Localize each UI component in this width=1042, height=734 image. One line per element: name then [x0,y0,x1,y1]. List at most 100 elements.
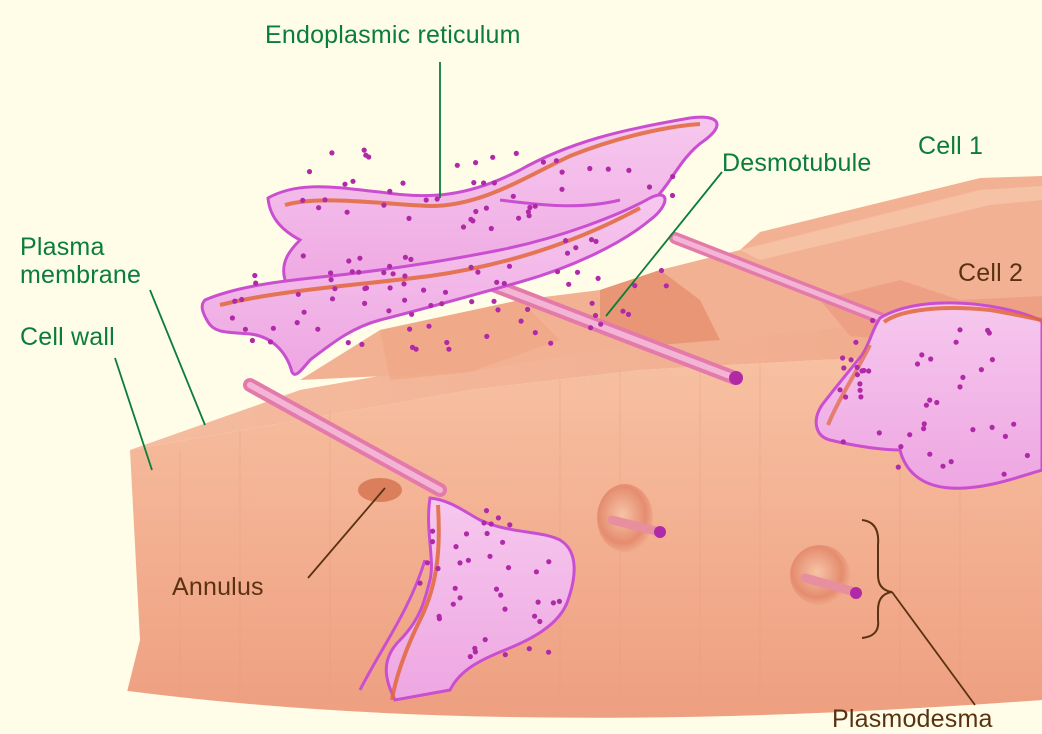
ribosome-dot [928,356,933,361]
ribosome-dot [593,239,598,244]
ribosome-dot [401,281,406,286]
ribosome-dot [444,340,449,345]
ribosome-dot [855,365,860,370]
ribosome-dot [430,539,435,544]
ribosome-dot [502,607,507,612]
ribosome-dot [329,150,334,155]
ribosome-dot [877,430,882,435]
ribosome-dot [407,327,412,332]
ribosome-dot [957,384,962,389]
ribosome-dot [907,432,912,437]
ribosome-dot [507,522,512,527]
ribosome-dot [387,264,392,269]
ribosome-dot [496,515,501,520]
ribosome-dot [987,330,992,335]
ribosome-dot [481,180,486,185]
ribosome-dot [473,209,478,214]
label-cell-wall: Cell wall [20,324,115,350]
ribosome-dot [853,340,858,345]
ribosome-dot [350,179,355,184]
ribosome-dot [837,387,842,392]
ribosome-dot [841,365,846,370]
ribosome-dot [316,205,321,210]
ribosome-dot [252,273,257,278]
ribosome-dot [425,560,430,565]
ribosome-dot [551,600,556,605]
ribosome-dot [362,286,367,291]
ribosome-dot [381,203,386,208]
ribosome-dot [457,560,462,565]
ribosome-dot [494,280,499,285]
ribosome-dot [575,270,580,275]
ribosome-dot [922,421,927,426]
ribosome-dot [453,544,458,549]
ribosome-dot [430,529,435,534]
ribosome-dot [239,297,244,302]
ribosome-dot [391,271,396,276]
ribosome-dot [421,288,426,293]
ribosome-dot [957,327,962,332]
ribosome-dot [455,163,460,168]
ribosome-dot [230,315,235,320]
ribosome-dot [587,166,592,171]
ribosome-dot [408,257,413,262]
ribosome-dot [489,226,494,231]
ribosome-dot [498,593,503,598]
ribosome-dot [435,196,440,201]
ribosome-dot [596,276,601,281]
ribosome-dot [990,357,995,362]
ribosome-dot [243,327,248,332]
ribosome-dot [464,531,469,536]
ribosome-dot [896,465,901,470]
ribosome-dot [426,324,431,329]
ribosome-dot [402,273,407,278]
ribosome-dot [271,326,276,331]
ribosome-dot [659,268,664,273]
ribosome-dot [402,298,407,303]
ribosome-dot [388,285,393,290]
ribosome-dot [593,313,598,318]
ribosome-dot [322,197,327,202]
ribosome-dot [502,281,507,286]
ribosome-dot [468,654,473,659]
ribosome-dot [469,265,474,270]
ribosome-dot [970,427,975,432]
ribosome-dot [921,426,926,431]
ribosome-dot [490,155,495,160]
ribosome-dot [927,452,932,457]
ribosome-dot [330,296,335,301]
ribosome-dot [566,282,571,287]
ribosome-dot [409,312,414,317]
ribosome-dot [475,270,480,275]
ribosome-dot [588,325,593,330]
ribosome-dot [664,283,669,288]
ribosome-dot [302,310,307,315]
ribosome-dot [565,251,570,256]
ribosome-dot [403,255,408,260]
ribosome-dot [268,339,273,344]
ribosome-dot [519,319,524,324]
ribosome-dot [451,602,456,607]
ribosome-dot [1002,472,1007,477]
label-cell-1: Cell 1 [918,133,983,159]
ribosome-dot [870,318,875,323]
ribosome-dot [345,210,350,215]
ribosome-dot [626,312,631,317]
ribosome-dot [534,569,539,574]
ribosome-dot [859,368,864,373]
ribosome-dot [949,459,954,464]
ribosome-dot [346,340,351,345]
ribosome-dot [437,614,442,619]
ribosome-dot [232,299,237,304]
ribosome-dot [954,340,959,345]
ribosome-dot [1003,434,1008,439]
ribosome-dot [453,586,458,591]
ribosome-dot [359,342,364,347]
ribosome-dot [590,301,595,306]
ribosome-dot [400,181,405,186]
ribosome-dot [346,258,351,263]
ribosome-dot [357,256,362,261]
ribosome-dot [414,347,419,352]
ribosome-dot [250,338,255,343]
ribosome-dot [924,403,929,408]
